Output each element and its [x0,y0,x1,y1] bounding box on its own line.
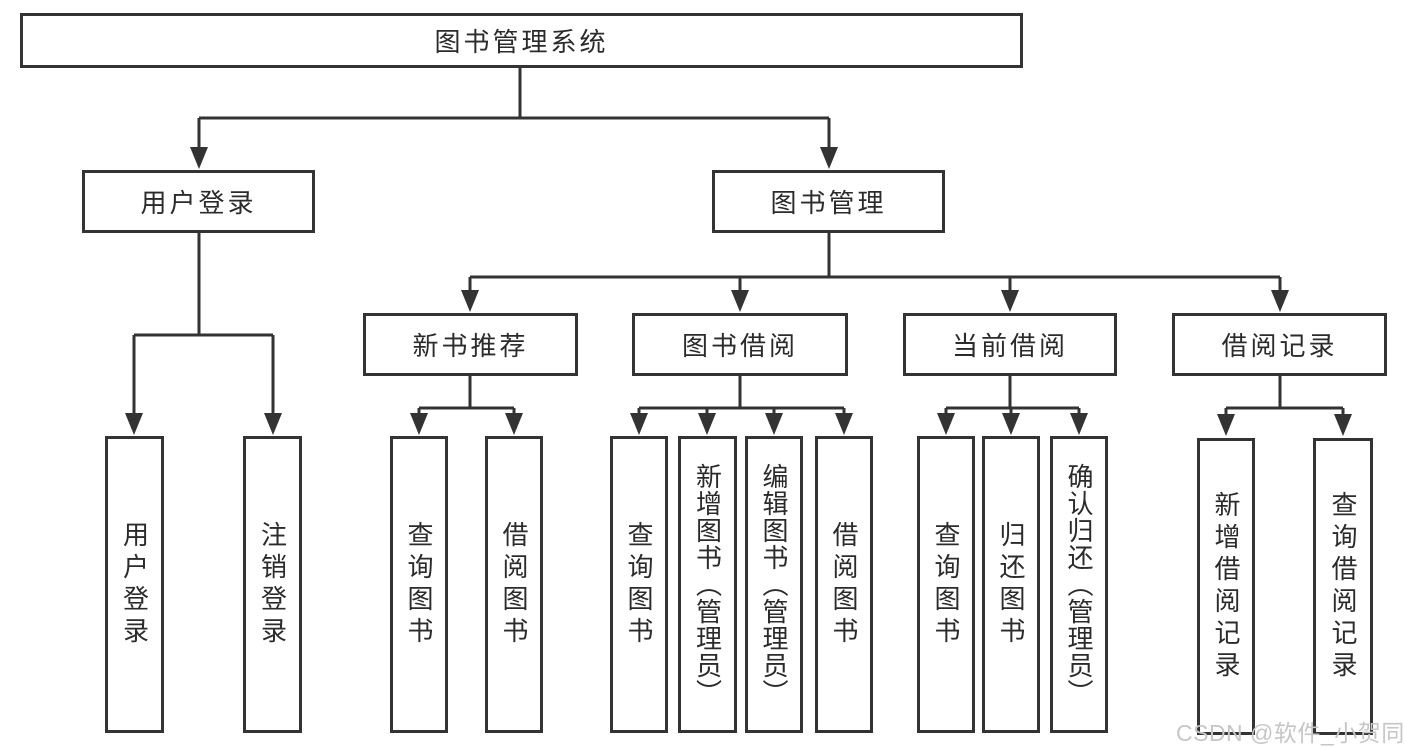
node-current-borrow: 当前借阅 [903,313,1117,376]
leaf-query-books-borrow-label: 查询图书 [624,520,654,649]
node-user-login-label: 用户登录 [140,188,257,218]
node-new-book-recommend: 新书推荐 [363,313,578,376]
leaf-borrow-books-label: 借阅图书 [829,520,859,649]
arrowhead [125,413,143,435]
arrowhead [820,147,838,169]
arrowheads [125,147,1352,436]
leaf-borrow-books-recommend-label: 借阅图书 [499,520,529,649]
leaf-query-books-recommend: 查询图书 [390,436,448,733]
arrowhead [835,413,853,435]
node-user-login: 用户登录 [82,170,315,233]
node-book-management-label: 图书管理 [770,188,887,218]
node-book-borrow-label: 图书借阅 [681,331,798,361]
leaf-add-borrow-record-label: 新增借阅记录 [1211,490,1241,683]
leaf-edit-book-admin: 编辑图书（管理员） [745,436,803,733]
node-book-borrow: 图书借阅 [632,313,848,376]
leaf-confirm-return-admin-label: 确认归还（管理员） [1064,463,1094,706]
node-borrow-records: 借阅记录 [1172,313,1387,376]
leaf-query-borrow-record: 查询借阅记录 [1313,438,1373,735]
node-borrow-records-label: 借阅记录 [1221,331,1338,361]
leaf-add-book-admin: 新增图书（管理员） [678,436,737,733]
arrowhead [1001,290,1019,312]
leaf-query-borrow-record-label: 查询借阅记录 [1328,490,1358,683]
connector-user-login-children [132,233,275,416]
connector-new-book-children [417,376,516,416]
leaf-logout: 注销登录 [243,436,302,733]
arrowhead [1070,413,1088,435]
node-new-book-recommend-label: 新书推荐 [412,331,529,361]
leaf-add-borrow-record: 新增借阅记录 [1197,438,1255,735]
arrowhead [731,290,749,312]
csdn-watermark: CSDN @软件_小贺同学 [1176,720,1405,746]
leaf-return-book: 归还图书 [982,436,1040,733]
leaf-query-books-recommend-label: 查询图书 [404,520,434,649]
arrowhead [190,147,208,169]
connector-root-children [197,68,831,149]
connector-current-borrow-children [944,376,1081,416]
leaf-confirm-return-admin: 确认归还（管理员） [1050,436,1108,733]
leaf-query-books-borrow: 查询图书 [610,436,668,733]
arrowhead [461,290,479,312]
arrowhead [630,413,648,435]
leaf-add-book-admin-label: 新增图书（管理员） [692,463,723,706]
leaf-borrow-books: 借阅图书 [815,436,873,733]
arrowhead [1271,290,1289,312]
arrowhead [937,413,955,435]
arrowhead [698,413,716,435]
connector-book-management-children [468,233,1282,292]
node-root-label: 图书管理系统 [434,27,609,57]
node-current-borrow-label: 当前借阅 [951,331,1068,361]
connector-book-borrow-children [637,376,846,416]
arrowhead [765,413,783,435]
leaf-user-login: 用户登录 [105,436,164,733]
leaf-logout-label: 注销登录 [257,520,288,649]
node-root: 图书管理系统 [20,13,1023,68]
arrowhead [1002,413,1020,435]
arrowhead [1217,414,1235,436]
leaf-user-login-label: 用户登录 [119,520,150,649]
arrowhead [410,413,428,435]
leaf-query-books-current-label: 查询图书 [931,520,961,649]
connector-borrow-records-children [1224,376,1345,416]
leaf-return-book-label: 归还图书 [996,520,1026,649]
arrowhead [264,413,282,435]
arrowhead [1334,414,1352,436]
arrowhead [505,413,523,435]
leaf-query-books-current: 查询图书 [917,436,975,733]
node-book-management: 图书管理 [712,170,945,233]
leaf-edit-book-admin-label: 编辑图书（管理员） [759,463,789,706]
leaf-borrow-books-recommend: 借阅图书 [485,436,543,733]
